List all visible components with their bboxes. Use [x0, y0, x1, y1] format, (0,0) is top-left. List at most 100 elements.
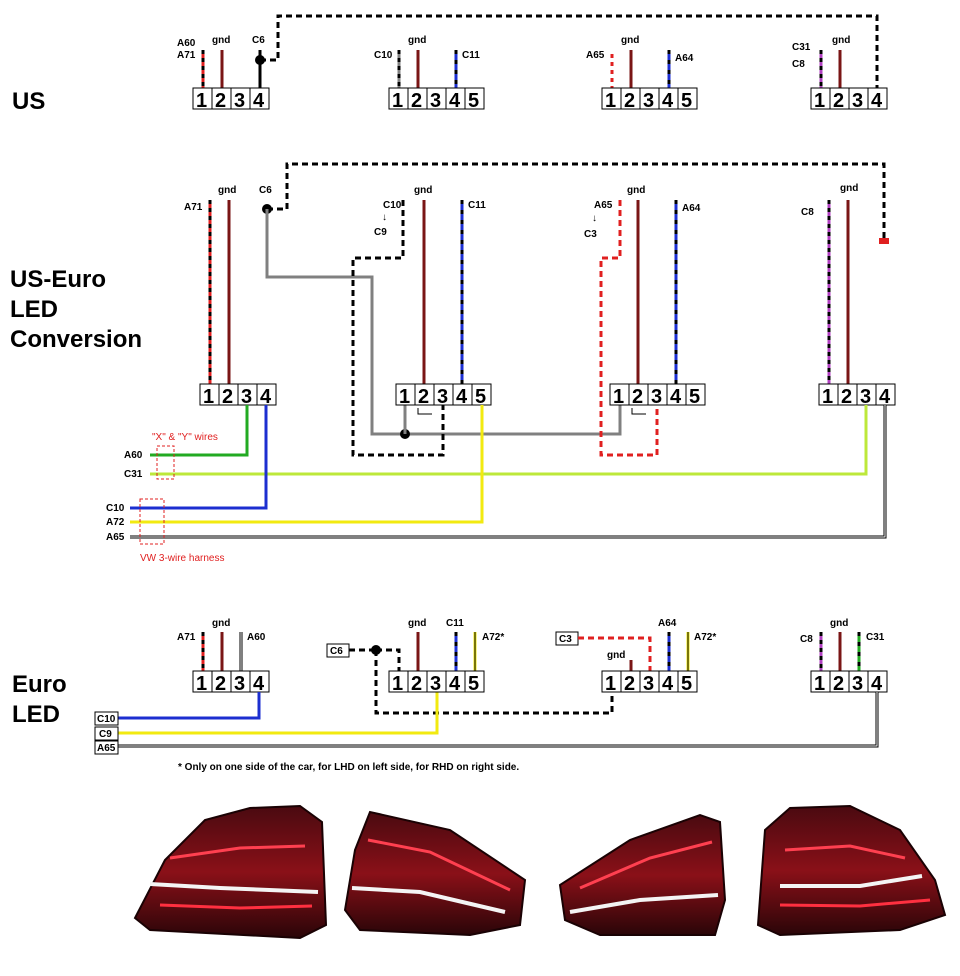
pin-number: 3: [643, 90, 654, 112]
conv-harness-label-a72: A72: [106, 517, 125, 528]
us-c6-junction: [255, 55, 265, 65]
us-c4-label-gnd: gnd: [832, 35, 850, 46]
euro-c2-label-c11: C11: [446, 618, 464, 629]
euro-tag-c10: [94, 711, 119, 726]
pin-number: 3: [852, 673, 863, 695]
pin-number: 2: [215, 90, 226, 112]
euro-c2-label-a72: A72*: [482, 632, 504, 643]
us-c2-label-gnd: gnd: [408, 35, 426, 46]
conv-c2-label-c11: C11: [468, 200, 486, 211]
section-title-us: US: [12, 88, 45, 115]
conv-c3-loop-wire: [599, 200, 659, 457]
conv-c6-grey-wire: [265, 209, 622, 436]
conv-c3-pin-swap-arrow: [631, 408, 646, 415]
us-c3-label-gnd: gnd: [621, 35, 639, 46]
pin-number: 3: [651, 386, 662, 408]
euro-c3-label-a64: A64: [658, 618, 677, 629]
us-c6-loop-wire: [260, 14, 879, 88]
us-connector-3: 1 2 3 4 5: [601, 87, 698, 112]
pin-number: 1: [605, 673, 616, 695]
pin-number: 2: [833, 90, 844, 112]
euro-c2-yellow-wire: [96, 692, 439, 735]
us-connector-4: 1 2 3 4: [810, 87, 888, 112]
tail-light-inner-left: [343, 810, 527, 937]
section-title-conversion-line3: Conversion: [10, 326, 142, 353]
euro-connector-4: 1 2 3 4: [810, 670, 888, 695]
conv-c2-label-gnd: gnd: [414, 185, 432, 196]
pin-number: 3: [241, 386, 252, 408]
conv-c2-label-arrow: ↓: [382, 212, 387, 223]
conv-c4-label-c8: C8: [801, 207, 814, 218]
conv-c1-label-c6: C6: [259, 185, 272, 196]
conv-harness-label-a65: A65: [106, 532, 125, 543]
pin-number: 1: [196, 673, 207, 695]
us-c1-label-c6: C6: [252, 35, 265, 46]
pin-number: 3: [437, 386, 448, 408]
euro-c2-label-gnd: gnd: [408, 618, 426, 629]
conv-connector-2: 1 2 3 4 5: [395, 383, 492, 408]
pin-number: 4: [456, 386, 468, 408]
pin-number: 5: [689, 386, 700, 408]
euro-c6-loop-wire: [374, 650, 614, 715]
euro-tag-a65: [94, 740, 119, 755]
pin-number: 4: [449, 673, 461, 695]
euro-c6-junction: [371, 645, 381, 655]
pin-number: 2: [833, 673, 844, 695]
pin-number: 4: [662, 90, 674, 112]
us-connector-1: 1 2 3 4: [192, 87, 270, 112]
conv-harness-wire-a65: [130, 405, 887, 539]
conv-harness-label-a60: A60: [124, 450, 143, 461]
pin-number: 1: [814, 90, 825, 112]
pin-number: 2: [411, 673, 422, 695]
section-title-euro-line1: Euro: [12, 671, 67, 698]
us-c2-label-c10: C10: [374, 50, 393, 61]
euro-c1-label-gnd: gnd: [212, 618, 230, 629]
conv-connector-3: 1 2 3 4 5: [609, 383, 706, 408]
euro-c3-label-a72: A72*: [694, 632, 716, 643]
conv-harness-label-c31: C31: [124, 469, 143, 480]
pin-number: 5: [681, 673, 692, 695]
conv-harness-wire-a72: [130, 405, 484, 524]
pin-number: 5: [468, 90, 479, 112]
pin-number: 1: [203, 386, 214, 408]
euro-c1-label-a71: A71: [177, 632, 196, 643]
pin-number: 3: [234, 673, 245, 695]
pin-number: 3: [860, 386, 871, 408]
pin-number: 4: [260, 386, 272, 408]
conv-c2-pin-swap-arrow: [417, 408, 432, 415]
pin-number: 3: [234, 90, 245, 112]
pin-number: 4: [871, 673, 883, 695]
pin-number: 1: [613, 386, 624, 408]
tail-light-outer-left: [133, 804, 328, 940]
pin-number: 1: [392, 673, 403, 695]
pin-number: 3: [643, 673, 654, 695]
conversion-row: A71 gnd C6 1 2 3 4 C10 ↓ C9 gnd C11 1: [106, 162, 896, 564]
euro-connector-2: 1 2 3 4 5: [388, 670, 485, 695]
euro-tag-c6: [326, 643, 350, 658]
conv-connector-4: 1 2 3 4: [818, 383, 896, 408]
pin-number: 1: [814, 673, 825, 695]
us-connector-2: 1 2 3 4 5: [388, 87, 485, 112]
conv-harness-label-c10: C10: [106, 503, 125, 514]
pin-number: 2: [411, 90, 422, 112]
tail-lights-photo: [133, 804, 947, 940]
section-title-conversion-line2: LED: [10, 296, 58, 323]
pin-number: 2: [624, 673, 635, 695]
euro-c2-label-c6: C6: [330, 646, 343, 657]
footnote: * Only on one side of the car, for LHD o…: [178, 762, 519, 773]
conv-c9-loop-wire: [351, 200, 445, 457]
conv-c1-label-a71: A71: [184, 202, 203, 213]
us-c3-label-a65: A65: [586, 50, 605, 61]
pin-number: 2: [215, 673, 226, 695]
pin-number: 1: [392, 90, 403, 112]
conv-harness-wire-c31: [150, 405, 868, 476]
us-c1-label-gnd: gnd: [212, 35, 230, 46]
conv-harness-wire-a60: [150, 405, 249, 457]
euro-connector-3: 1 2 3 4 5: [601, 670, 698, 695]
conv-c2-label-c10: C10: [383, 200, 402, 211]
euro-tag-c9: [94, 726, 119, 741]
conv-c1-label-gnd: gnd: [218, 185, 236, 196]
pin-number: 5: [681, 90, 692, 112]
us-c4-label-c31: C31: [792, 42, 811, 53]
tail-light-inner-right: [558, 813, 727, 936]
